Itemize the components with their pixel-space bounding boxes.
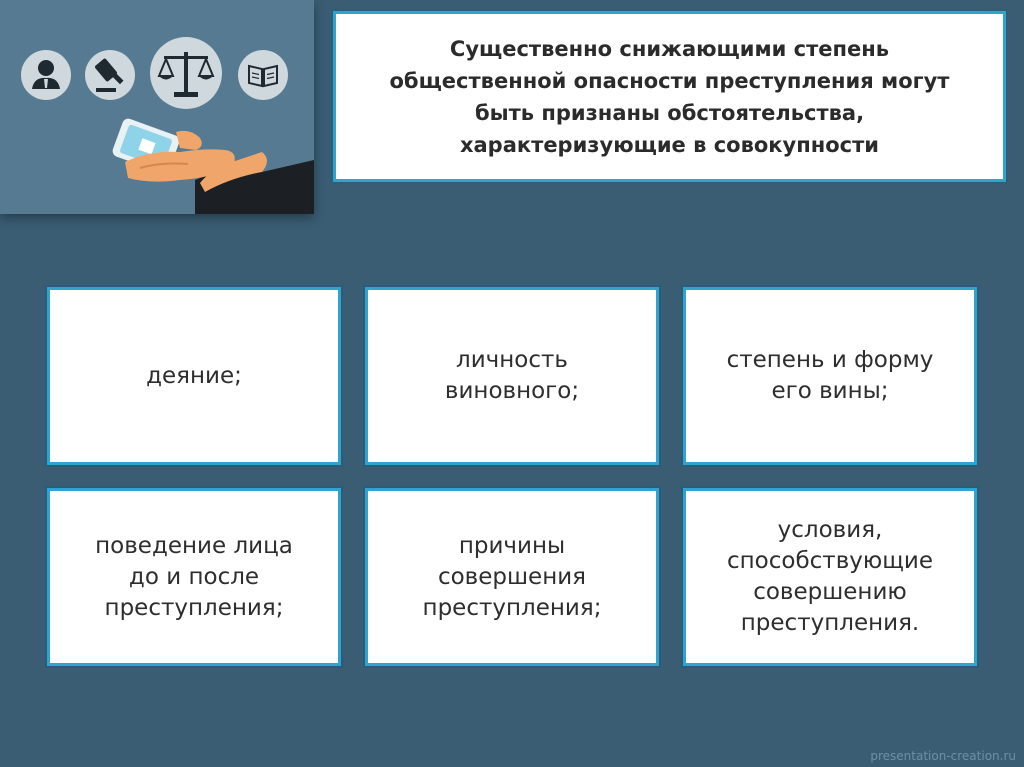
card-line: преступления. (740, 610, 920, 636)
card-conditions: условия, способствующие совершению прест… (681, 486, 979, 668)
card-line: до и после (128, 563, 260, 590)
card-line: его вины; (771, 378, 889, 404)
card-line: личность (456, 347, 568, 373)
title-line: быть признаны обстоятельства, (474, 100, 865, 125)
card-line: деяние; (146, 362, 242, 389)
book-icon (238, 50, 288, 100)
gavel-icon (85, 50, 135, 100)
title-line: общественной опасности преступления могу… (389, 68, 950, 93)
card-causes: причины совершения преступления; (363, 486, 661, 668)
card-act: деяние; (45, 285, 343, 467)
hand-phone-illustration (112, 118, 314, 214)
card-line: виновного; (444, 378, 580, 404)
card-line: условия, (777, 517, 883, 543)
card-line: преступления; (104, 594, 284, 621)
illustration (21, 37, 314, 214)
person-icon (21, 50, 71, 100)
card-line: причины (458, 532, 566, 559)
scales-icon (150, 37, 222, 109)
watermark: presentation-creation.ru (870, 749, 1016, 763)
card-behavior: поведение лица до и после преступления; (45, 486, 343, 668)
title-box: Существенно снижающими степень обществен… (331, 9, 1008, 184)
card-line: степень и форму (726, 347, 934, 373)
card-line: преступления; (422, 594, 602, 621)
slide-title: Существенно снижающими степень обществен… (360, 33, 980, 161)
card-line: поведение лица (95, 532, 293, 559)
card-line: совершению (753, 579, 907, 605)
card-line: совершения (437, 563, 587, 590)
card-personality: личность виновного; (363, 285, 661, 467)
illustration-panel (0, 0, 314, 214)
title-line: характеризующие в совокупности (459, 132, 880, 157)
title-line: Существенно снижающими степень (449, 36, 890, 61)
card-guilt-degree: степень и форму его вины; (681, 285, 979, 467)
card-line: способствующие (727, 548, 933, 574)
